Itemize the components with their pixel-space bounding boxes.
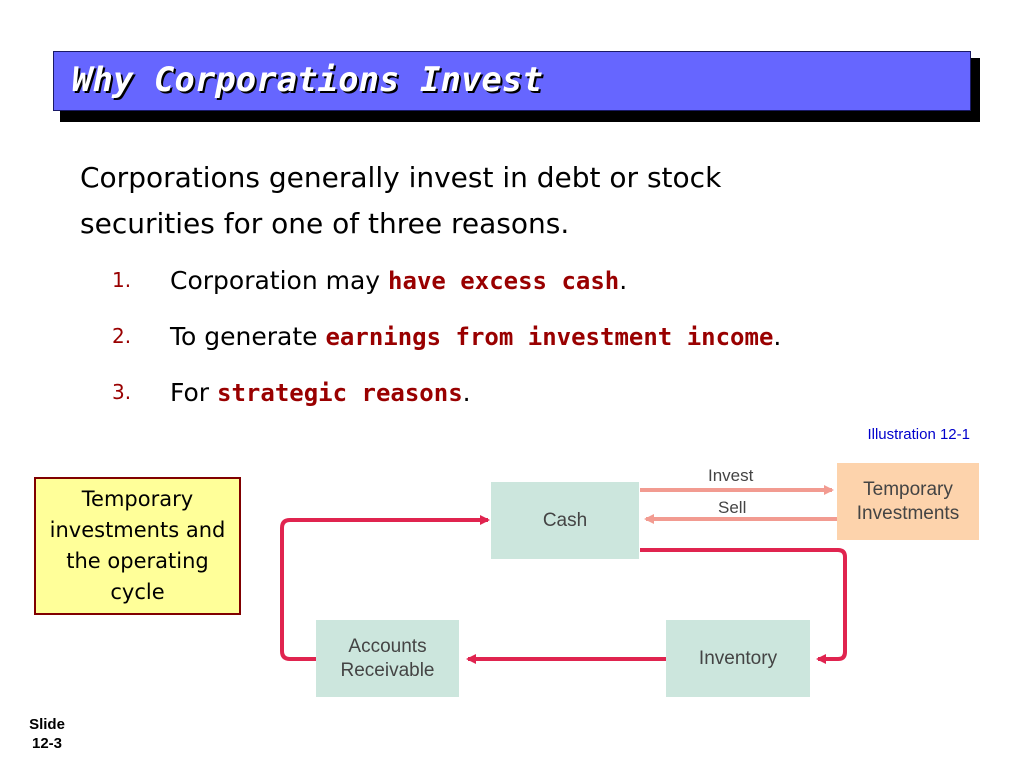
edge-label-invest: Invest (708, 466, 754, 485)
reason-text: For strategic reasons. (170, 378, 471, 407)
reason-text-after: . (773, 322, 782, 351)
reason-text-before: For (170, 378, 218, 407)
reason-number: 3. (112, 380, 132, 404)
node-accounts-receivable: Accounts Receivable (316, 620, 459, 697)
reason-emphasis: have excess cash (388, 267, 620, 295)
node-label: Temporary Investments (856, 478, 960, 524)
intro-text: Corporations generally invest in debt or… (80, 161, 722, 240)
edge-label-sell: Sell (718, 498, 747, 517)
illustration-label: Illustration 12-1 (867, 426, 970, 443)
slide-label: Slide (29, 716, 65, 733)
arrow-receivable-to-cash (280, 515, 490, 661)
reason-number: 2. (112, 324, 132, 348)
node-label: Cash (542, 509, 588, 531)
reason-text-after: . (462, 378, 471, 407)
reasons-list: 1. Corporation may have excess cash. 2. … (112, 266, 912, 434)
node-cash: Cash (491, 482, 639, 559)
node-label: Accounts Receivable (340, 635, 435, 681)
reason-text: Corporation may have excess cash. (170, 266, 627, 295)
node-temporary-investments: Temporary Investments (837, 463, 979, 540)
node-inventory: Inventory (666, 620, 810, 697)
title-bar: Why Corporations Invest (53, 51, 971, 111)
reason-item-3: 3. For strategic reasons. (112, 378, 912, 434)
reason-number: 1. (112, 268, 132, 292)
slide-title: Why Corporations Invest (72, 60, 543, 100)
reason-text-after: . (619, 266, 628, 295)
reason-text-before: Corporation may (170, 266, 389, 295)
arrow-cash-to-inventory (640, 548, 847, 664)
callout-box: Temporary investments and the operating … (34, 477, 241, 615)
reason-emphasis: earnings from investment income (325, 323, 774, 351)
node-label: Inventory (698, 647, 778, 669)
slide-number-value: 12-3 (31, 735, 63, 752)
reason-text-before: To generate (170, 322, 326, 351)
reason-text: To generate earnings from investment inc… (170, 322, 781, 351)
reason-emphasis: strategic reasons (217, 379, 463, 407)
callout-text: Temporary investments and the operating … (49, 487, 226, 604)
reason-item-1: 1. Corporation may have excess cash. (112, 266, 912, 322)
slide-number: Slide 12-3 (22, 715, 72, 753)
reason-item-2: 2. To generate earnings from investment … (112, 322, 912, 378)
